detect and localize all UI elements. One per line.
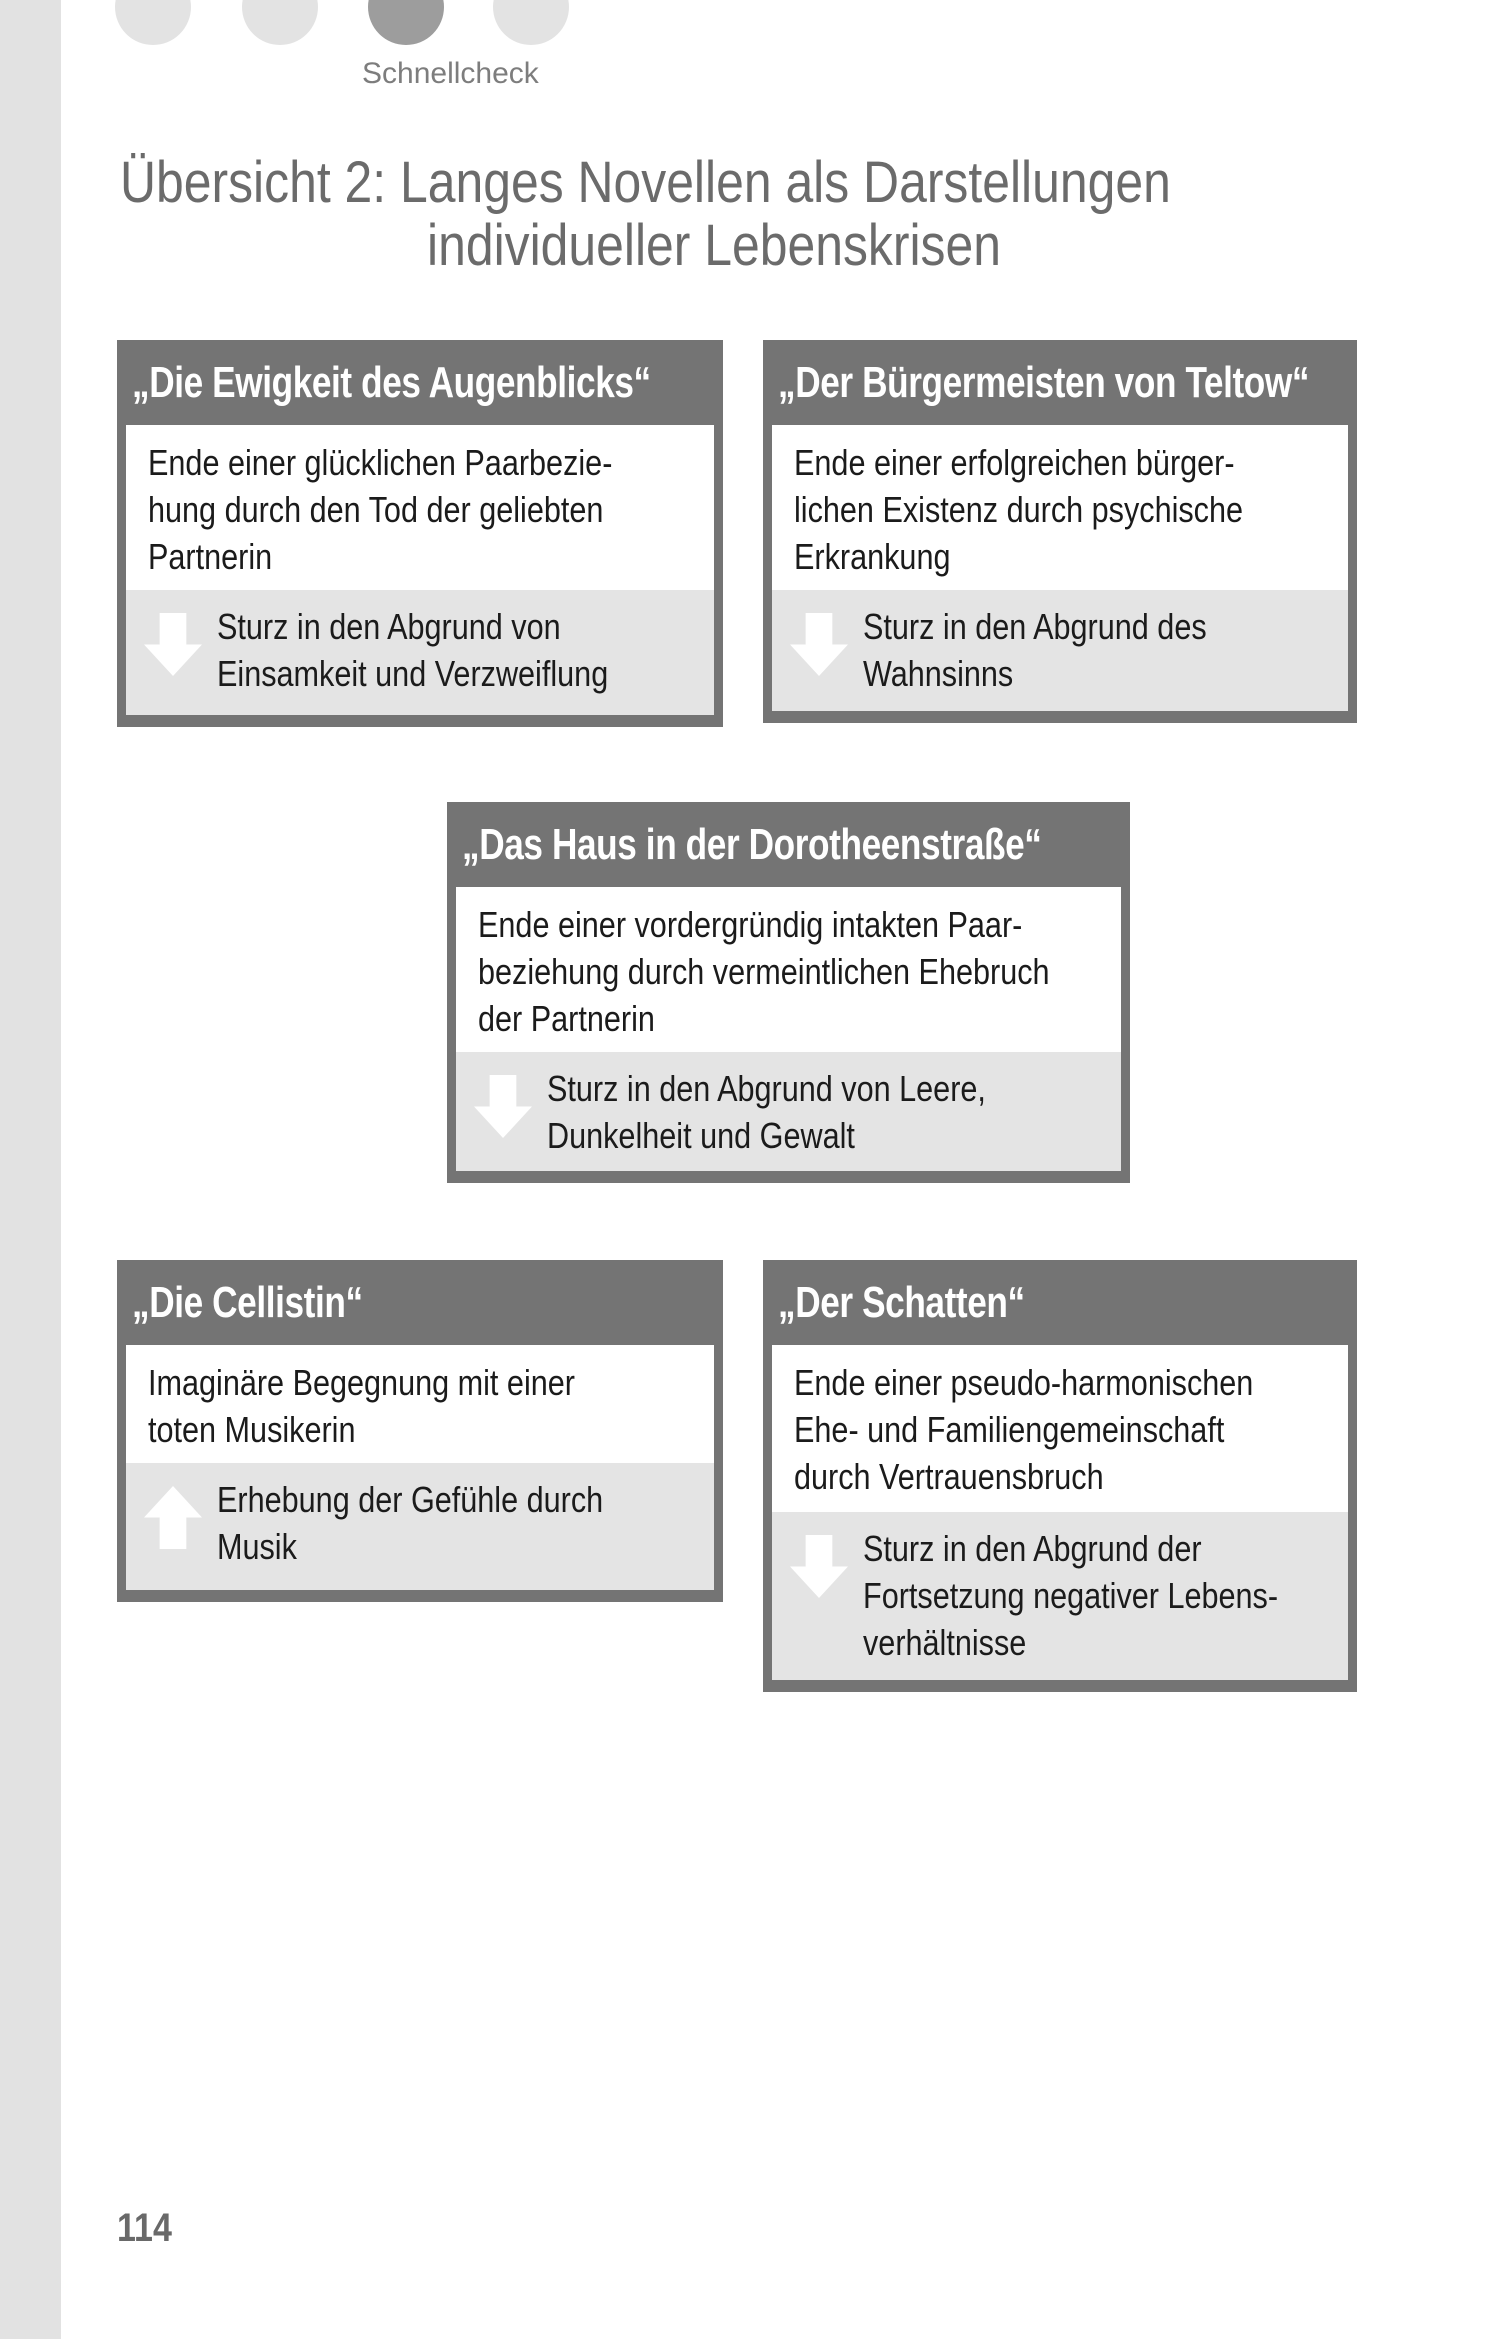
novella-outcome-text: Sturz in den Abgrund der Fortsetzung neg… <box>863 1528 1279 1663</box>
novella-title: „Die Ewigkeit des Augenblicks“ <box>132 357 651 407</box>
progress-dot <box>115 0 191 45</box>
novella-description-text: Imaginäre Begegnung mit einer toten Musi… <box>148 1362 575 1450</box>
novella-title-bar: „Der Bürgermeisten von Teltow“ <box>772 340 1348 425</box>
novella-card-buergermeisten: „Der Bürgermeisten von Teltow“ Ende eine… <box>763 340 1357 723</box>
novella-title: „Die Cellistin“ <box>132 1277 363 1327</box>
novella-card-ewigkeit: „Die Ewigkeit des Augenblicks“ Ende eine… <box>117 340 723 727</box>
novella-description: Ende einer glücklichen Paarbezie- hung d… <box>126 425 714 590</box>
progress-dot-active <box>368 0 444 45</box>
novella-description: Ende einer erfolgreichen bürger- lichen … <box>772 425 1348 590</box>
novella-title: „Der Schatten“ <box>778 1277 1025 1327</box>
progress-dot <box>493 0 569 45</box>
novella-outcome: Sturz in den Abgrund der Fortsetzung neg… <box>772 1512 1348 1680</box>
novella-title-bar: „Die Ewigkeit des Augenblicks“ <box>126 340 714 425</box>
novella-outcome-text: Erhebung der Gefühle durch Musik <box>217 1479 604 1567</box>
novella-description-text: Ende einer erfolgreichen bürger- lichen … <box>794 442 1244 577</box>
up-arrow-icon <box>144 1486 202 1549</box>
down-arrow-icon <box>790 1535 848 1598</box>
novella-title-bar: „Der Schatten“ <box>772 1260 1348 1345</box>
novella-title-bar: „Die Cellistin“ <box>126 1260 714 1345</box>
page-edge-shadow <box>0 0 61 2339</box>
novella-description-text: Ende einer pseudo-harmonischen Ehe- und … <box>794 1362 1254 1497</box>
novella-outcome: Erhebung der Gefühle durch Musik <box>126 1463 714 1590</box>
down-arrow-icon <box>474 1075 532 1138</box>
novella-description: Imaginäre Begegnung mit einer toten Musi… <box>126 1345 714 1463</box>
novella-outcome: Sturz in den Abgrund von Einsamkeit und … <box>126 590 714 715</box>
down-arrow-icon <box>144 613 202 676</box>
novella-card-dorotheenstrasse: „Das Haus in der Dorotheenstraße“ Ende e… <box>447 802 1130 1183</box>
page-number: 114 <box>117 2206 172 2250</box>
novella-description: Ende einer pseudo-harmonischen Ehe- und … <box>772 1345 1348 1512</box>
novella-outcome-text: Sturz in den Abgrund von Einsamkeit und … <box>217 606 609 694</box>
novella-card-schatten: „Der Schatten“ Ende einer pseudo-harmoni… <box>763 1260 1357 1692</box>
novella-card-cellistin: „Die Cellistin“ Imaginäre Begegnung mit … <box>117 1260 723 1602</box>
progress-dot <box>242 0 318 45</box>
page-title-line2: individueller Lebenskrisen <box>427 213 1001 278</box>
novella-outcome: Sturz in den Abgrund des Wahnsinns <box>772 590 1348 711</box>
novella-description-text: Ende einer glücklichen Paarbezie- hung d… <box>148 442 613 577</box>
novella-description: Ende einer vordergründig intakten Paar- … <box>456 887 1121 1052</box>
novella-outcome-text: Sturz in den Abgrund von Leere, Dunkelhe… <box>547 1068 986 1156</box>
down-arrow-icon <box>790 613 848 676</box>
novella-title: „Der Bürgermeisten von Teltow“ <box>778 357 1310 407</box>
novella-title-bar: „Das Haus in der Dorotheenstraße“ <box>456 802 1121 887</box>
schnellcheck-label: Schnellcheck <box>362 57 539 90</box>
novella-title: „Das Haus in der Dorotheenstraße“ <box>462 819 1042 869</box>
novella-outcome-text: Sturz in den Abgrund des Wahnsinns <box>863 606 1207 694</box>
novella-description-text: Ende einer vordergründig intakten Paar- … <box>478 904 1050 1039</box>
novella-outcome: Sturz in den Abgrund von Leere, Dunkelhe… <box>456 1052 1121 1171</box>
page-title-line1: Übersicht 2: Langes Novellen als Darstel… <box>120 150 1171 215</box>
